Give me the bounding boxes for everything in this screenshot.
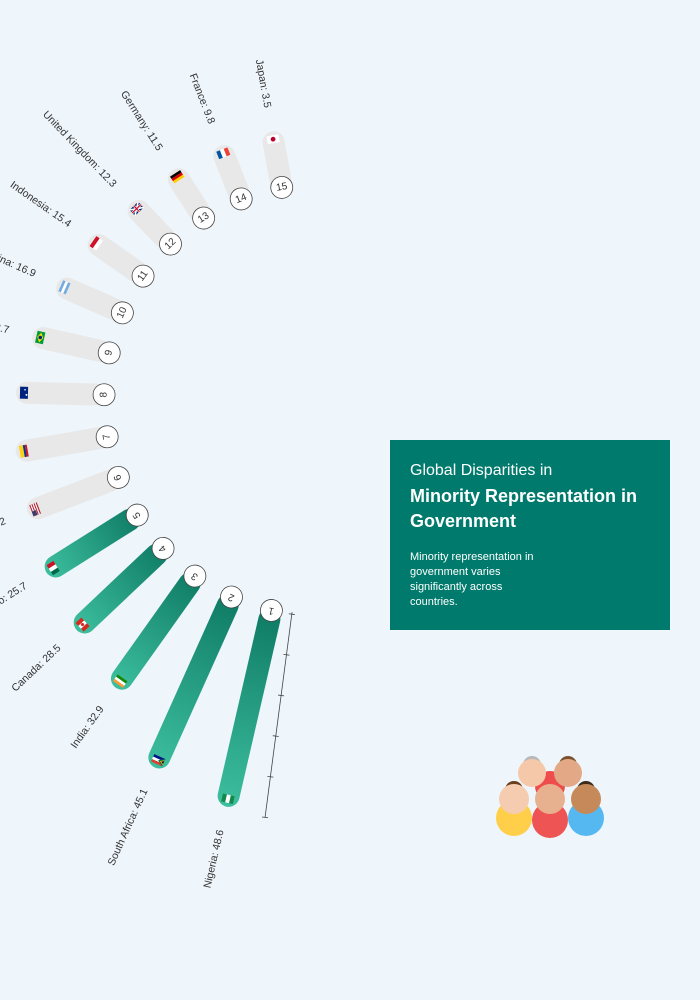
rank-badge bbox=[95, 425, 119, 449]
bar bbox=[44, 508, 141, 578]
bar-group: 7Colombia: 22.1 bbox=[15, 425, 119, 462]
rank-badge bbox=[92, 383, 116, 407]
bar-track bbox=[26, 469, 121, 520]
united-kingdom-flag-icon bbox=[129, 201, 144, 216]
scale-tick bbox=[283, 654, 290, 656]
rank-label: 1 bbox=[267, 604, 275, 616]
bar bbox=[148, 594, 239, 769]
rank-badge bbox=[229, 187, 253, 211]
chart-title-line-2: Minority Representation in Government bbox=[410, 486, 638, 531]
value-label: Japan: 3.5 bbox=[253, 58, 274, 109]
value-label: United States: 23.2 bbox=[0, 515, 8, 558]
rank-label: 15 bbox=[275, 181, 288, 194]
value-label: Mexico: 25.7 bbox=[0, 580, 29, 622]
bar-track bbox=[87, 234, 147, 282]
bar-track bbox=[56, 277, 126, 321]
rank-badge bbox=[151, 537, 175, 560]
rank-badge bbox=[270, 176, 294, 199]
rank-label: 2 bbox=[226, 591, 236, 603]
rank-badge bbox=[192, 206, 216, 230]
scale-line bbox=[264, 612, 293, 818]
bar bbox=[110, 572, 201, 690]
rank-label: 14 bbox=[234, 192, 249, 206]
scale-tick bbox=[288, 613, 295, 615]
bar-track bbox=[15, 381, 107, 406]
scale-tick bbox=[272, 735, 279, 737]
japan-flag-icon bbox=[266, 134, 280, 145]
scale-tick bbox=[278, 694, 285, 697]
value-label: United Kingdom: 12.3 bbox=[40, 109, 119, 190]
scale-tick bbox=[267, 775, 274, 778]
bar-track bbox=[262, 131, 292, 190]
rank-badge bbox=[183, 564, 207, 588]
nigeria-flag-icon bbox=[221, 793, 235, 805]
value-scale bbox=[262, 612, 295, 819]
value-label: India: 32.9 bbox=[68, 704, 106, 751]
rank-label: 9 bbox=[103, 349, 115, 357]
value-label: France: 9.8 bbox=[187, 72, 218, 126]
rank-label: 8 bbox=[98, 391, 109, 397]
chart-title-line-1: Global Disparities in bbox=[410, 462, 553, 479]
rank-label: 10 bbox=[115, 305, 130, 320]
rank-badge bbox=[125, 503, 149, 527]
bar bbox=[217, 608, 281, 807]
scale-tick bbox=[262, 816, 269, 819]
canada-flag-icon bbox=[75, 617, 90, 632]
bar-track bbox=[15, 427, 110, 462]
rank-badge bbox=[220, 585, 243, 609]
value-label: South Africa: 45.1 bbox=[106, 787, 151, 868]
value-label: Nigeria: 48.6 bbox=[201, 828, 226, 889]
france-flag-icon bbox=[216, 147, 231, 160]
bar-track bbox=[213, 145, 249, 202]
rank-label: 3 bbox=[189, 570, 200, 582]
colombia-flag-icon bbox=[18, 444, 29, 458]
germany-flag-icon bbox=[170, 170, 185, 184]
rank-badge bbox=[260, 599, 283, 622]
value-label: Argentina: 16.9 bbox=[0, 240, 38, 280]
value-label: Brazil: 18.7 bbox=[0, 313, 10, 336]
value-label: Indonesia: 15.4 bbox=[8, 179, 74, 230]
chart-subtitle: Minority representation in government va… bbox=[410, 551, 534, 608]
united-states-flag-icon bbox=[29, 502, 42, 517]
bar-group: 8Australia: 21 bbox=[15, 381, 116, 407]
india-flag-icon bbox=[113, 674, 128, 688]
people-group-icon bbox=[496, 756, 604, 838]
rank-label: 4 bbox=[157, 542, 169, 554]
rank-badge bbox=[97, 341, 121, 365]
rank-label: 7 bbox=[101, 433, 113, 441]
rank-badge bbox=[159, 232, 182, 256]
bar-group: 9 Brazil: 18.7 bbox=[0, 313, 121, 365]
indonesia-flag-icon bbox=[89, 236, 103, 251]
rank-badge bbox=[110, 301, 134, 325]
bar bbox=[73, 543, 168, 634]
rank-badge bbox=[106, 466, 130, 489]
title-card: Global Disparities in Minority Represent… bbox=[390, 440, 670, 630]
value-label: Canada: 28.5 bbox=[9, 642, 63, 694]
rank-label: 5 bbox=[131, 509, 144, 520]
australia-flag-icon bbox=[19, 386, 29, 399]
rank-badge bbox=[131, 264, 155, 288]
brazil-flag-icon bbox=[35, 330, 46, 345]
rank-label: 6 bbox=[112, 472, 124, 482]
bar-group: 15 Japan: 3.5 bbox=[253, 58, 294, 199]
mexico-flag-icon bbox=[46, 560, 60, 576]
argentina-flag-icon bbox=[58, 280, 71, 295]
south-africa-flag-icon bbox=[151, 754, 166, 767]
bar-track bbox=[32, 327, 112, 362]
value-label: Germany: 11.5 bbox=[118, 89, 165, 153]
